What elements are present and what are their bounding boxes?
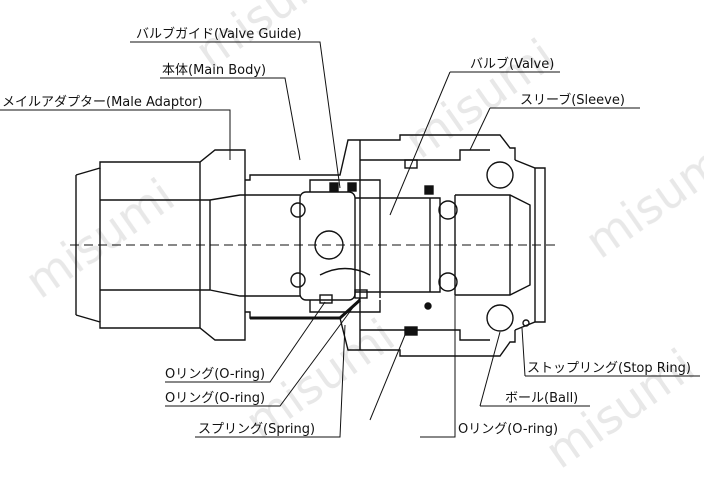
- label-main-body: 本体(Main Body): [162, 63, 266, 78]
- label-o-ring-2: Oリング(O-ring): [165, 391, 265, 406]
- o-ring-parts: [290, 159, 530, 336]
- socket-front-part: [454, 159, 546, 331]
- label-sleeve: スリーブ(Sleeve): [520, 92, 625, 108]
- spring-part: [250, 298, 362, 320]
- watermark-text: misumi: [535, 338, 704, 475]
- leader-lines: [0, 41, 700, 438]
- label-valve: バルブ(Valve): [470, 56, 554, 72]
- watermark-text: misumi: [575, 128, 704, 269]
- label-male-adaptor: メイルアダプター(Male Adaptor): [2, 95, 203, 110]
- ball-part: [438, 161, 514, 332]
- label-ball: ボール(Ball): [505, 391, 578, 406]
- label-spring: スプリング(Spring): [198, 422, 315, 437]
- label-stop-ring: ストップリング(Stop Ring): [527, 361, 691, 376]
- label-valve-guide: バルブガイド(Valve Guide): [136, 26, 302, 42]
- label-o-ring-1: Oリング(O-ring): [165, 367, 265, 382]
- label-o-ring-3: Oリング(O-ring): [458, 422, 558, 437]
